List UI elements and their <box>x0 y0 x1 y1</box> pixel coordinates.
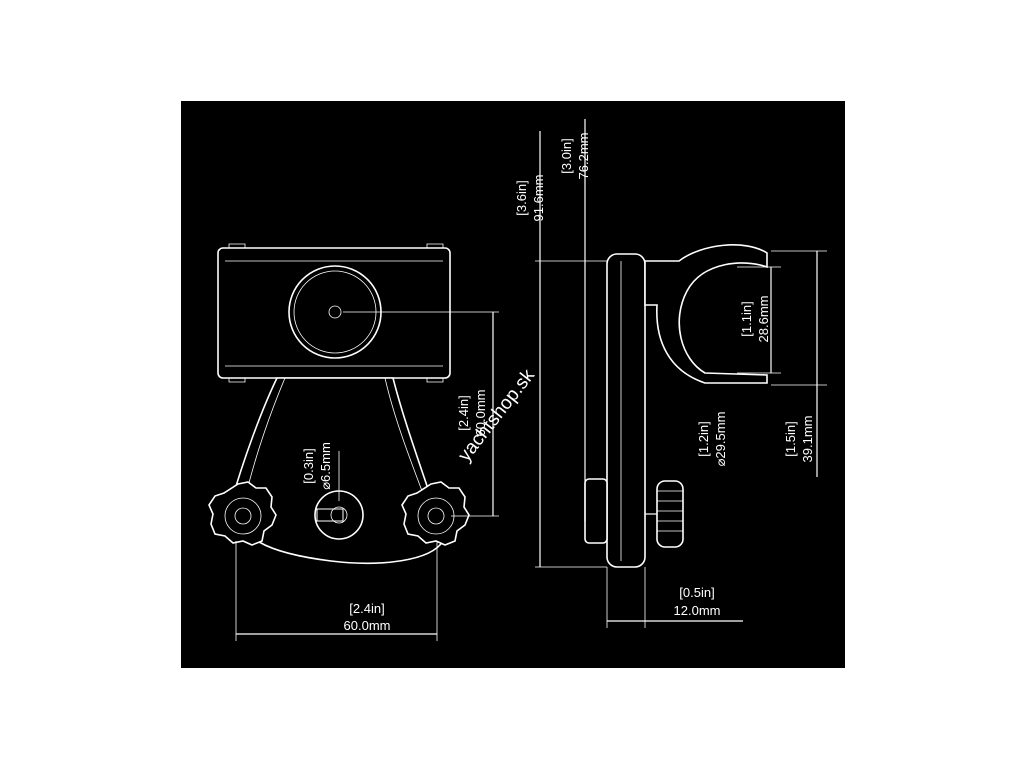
knob-body <box>208 481 277 546</box>
disc-center-hole <box>328 305 342 319</box>
slot-diameter-mm: ⌀6.5mm <box>318 442 333 490</box>
slot-opening <box>316 508 344 522</box>
thickness-mm: 12.0mm <box>674 603 721 618</box>
side-height-label: [3.0in] 76.2mm <box>559 133 591 180</box>
knob-ring <box>224 497 262 535</box>
knob-spacing-mm: 60.0mm <box>344 618 391 633</box>
knob-hole <box>234 507 252 525</box>
clamp-outer-in: [1.5in] <box>783 421 798 456</box>
vertical-span-label: [2.4in] 60.0mm <box>456 390 488 437</box>
disc-diameter-label: [1.2in] ⌀29.5mm <box>696 412 728 467</box>
overall-height-mm: 91.6mm <box>531 175 546 222</box>
technical-drawing: [2.4in] 60.0mm [2.4in] 60.0mm [0.3in] ⌀6… <box>208 119 827 641</box>
left-knob <box>208 481 277 546</box>
knob-body <box>401 481 470 546</box>
side-knob-stem <box>584 478 608 544</box>
vertical-span-mm: 60.0mm <box>473 390 488 437</box>
side-height-mm: 76.2mm <box>576 133 591 180</box>
slot-hole <box>330 506 348 524</box>
knob-hole <box>427 507 445 525</box>
side-plate <box>606 253 646 568</box>
clamp-inner-in: [1.1in] <box>739 301 754 336</box>
slot-diameter-label: [0.3in] ⌀6.5mm <box>301 442 333 490</box>
clamp-outer-mm: 39.1mm <box>800 416 815 463</box>
clamp-hook <box>644 244 768 384</box>
overall-height-in: [3.6in] <box>514 180 529 215</box>
side-view: [3.6in] 91.6mm [3.0in] 76.2mm [1.1in] 28… <box>514 119 827 628</box>
clamp-inner-mm: 28.6mm <box>756 296 771 343</box>
side-knob-grip <box>657 490 683 532</box>
plate-notches <box>228 243 444 383</box>
knob-spacing-in: [2.4in] <box>349 601 384 616</box>
front-view: [2.4in] 60.0mm [2.4in] 60.0mm [0.3in] ⌀6… <box>208 243 499 641</box>
side-height-in: [3.0in] <box>559 138 574 173</box>
vertical-span-in: [2.4in] <box>456 395 471 430</box>
overall-height-label: [3.6in] 91.6mm <box>514 175 546 222</box>
clamp-outer-label: [1.5in] 39.1mm <box>783 416 815 463</box>
bracket-arm <box>230 377 444 565</box>
thickness-in: [0.5in] <box>679 585 714 600</box>
disc-diameter-mm: ⌀29.5mm <box>713 412 728 467</box>
slot-diameter-in: [0.3in] <box>301 448 316 483</box>
clamp-inner-label: [1.1in] 28.6mm <box>739 296 771 343</box>
disc-diameter-in: [1.2in] <box>696 421 711 456</box>
technical-drawing-panel: [2.4in] 60.0mm [2.4in] 60.0mm [0.3in] ⌀6… <box>181 101 845 668</box>
right-knob <box>401 481 470 546</box>
